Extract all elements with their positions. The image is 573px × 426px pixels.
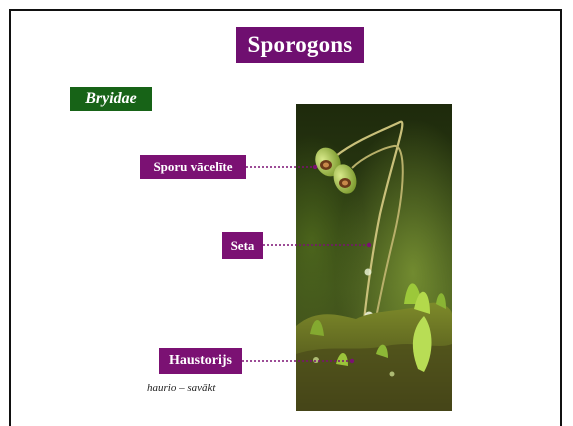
- haustorium-label: Haustorijs: [159, 348, 242, 374]
- seta-label: Seta: [222, 232, 263, 259]
- moss-sporophyte-photo: [296, 104, 452, 411]
- subclass-label: Bryidae: [70, 87, 152, 111]
- slide-title: Sporogons: [236, 27, 364, 63]
- etymology-note: haurio – savākt: [147, 382, 215, 394]
- capsule-label: Sporu vācelīte: [140, 155, 246, 179]
- slide-frame: [9, 9, 562, 426]
